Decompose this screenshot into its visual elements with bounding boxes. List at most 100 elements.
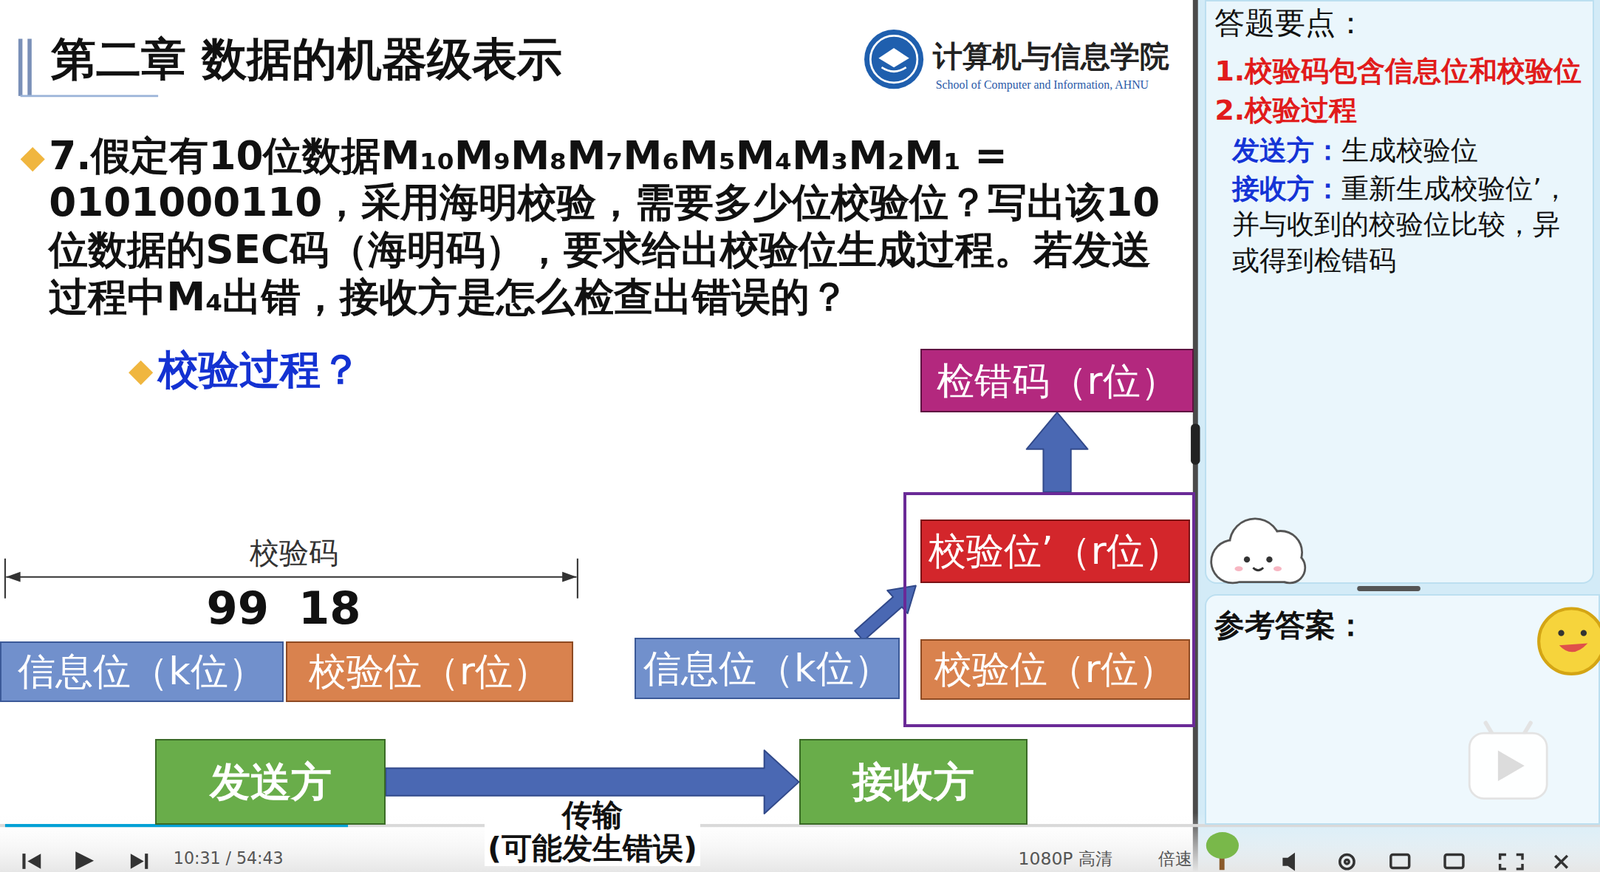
- role-task: 生成校验位: [1341, 133, 1479, 167]
- box-label: 发送方: [209, 757, 332, 806]
- box-label: 信息位（k位）: [643, 645, 892, 691]
- player-controls: [1339, 854, 1568, 869]
- key-point: 2.校验过程: [1214, 93, 1357, 127]
- cloud-base: [1219, 556, 1297, 581]
- flow-arrow: [1026, 412, 1089, 492]
- text-line: 发送方: [209, 757, 332, 806]
- receiver-box: 接收方: [799, 738, 1028, 825]
- receiver-check-group: 校验位’（r位） 校验位（r位）: [903, 491, 1196, 727]
- college-name: 计算机与信息学院: [932, 38, 1170, 74]
- play-button-ear: [1485, 722, 1492, 733]
- lemon-mouth: [1559, 642, 1589, 652]
- section-heading: 校验过程？: [158, 344, 362, 394]
- side-column: [1195, 0, 1600, 872]
- widescreen-icon: [1444, 854, 1464, 868]
- text-line: 接收方: [852, 757, 975, 806]
- role-name: 发送方：: [1232, 133, 1342, 167]
- dimension-arrowhead: [562, 571, 577, 583]
- college-name-en: School of Computer and Information, AHNU: [935, 77, 1149, 92]
- cloud-base: [1219, 556, 1297, 581]
- play-button: [1469, 722, 1547, 798]
- cloud-puff: [1260, 531, 1301, 573]
- text-line: 信息位（k位）: [643, 645, 892, 691]
- lemon-face: [1538, 608, 1600, 674]
- text-line: 1.校验码包含信息位和校验位: [1214, 53, 1584, 90]
- lemon-eye: [1580, 630, 1587, 637]
- edge-label: 传输 (可能发生错误): [484, 798, 701, 866]
- college-emblem: [864, 29, 924, 89]
- dimension-line: [5, 576, 577, 578]
- cloud-eye: [1243, 556, 1250, 563]
- text-line: 校验位（r位）: [934, 646, 1176, 692]
- emblem-book: [878, 48, 909, 68]
- box-label: 信息位（k位）: [17, 648, 266, 694]
- info-bits-box: 信息位（k位）: [634, 637, 900, 699]
- text-line: 校验位（r位）: [308, 648, 551, 694]
- text-line: 信息位（k位）: [17, 648, 266, 694]
- check-bits-box: 校验位（r位）: [920, 638, 1191, 701]
- reference-answer-panel: 参考答案：: [1204, 593, 1600, 825]
- role-name: 接收方：: [1232, 172, 1342, 205]
- recomputed-check-box: 校验位’（r位）: [920, 519, 1191, 583]
- emblem-disc: [864, 29, 924, 89]
- cloud-blush: [1273, 565, 1282, 572]
- error-code-box: 检错码（r位）: [920, 348, 1194, 413]
- next-icon: [144, 853, 148, 869]
- prev-icon: [22, 853, 26, 869]
- cloud-blush: [1234, 565, 1243, 572]
- video-time: 10:31 / 54:43: [173, 848, 284, 868]
- cloud-mouth: [1252, 567, 1264, 570]
- bullet-diamond: [128, 360, 153, 385]
- text-line: 校验位’（r位）: [928, 528, 1182, 574]
- volume-icon: [1282, 852, 1295, 871]
- prev-icon: [27, 853, 41, 869]
- lemon-eye: [1557, 630, 1564, 637]
- next-icon: [130, 853, 145, 869]
- text-line: 参考答案：: [1214, 605, 1590, 646]
- text-line: 答题要点：: [1214, 3, 1584, 44]
- bullet-diamond: [20, 146, 46, 172]
- emblem-ring: [870, 35, 918, 83]
- cloud-mascot: [1212, 519, 1304, 582]
- plant-leaves: [1206, 831, 1239, 859]
- panel-heading: 参考答案：: [1214, 607, 1366, 643]
- sender-box: 发送方: [155, 738, 386, 825]
- box-label: 接收方: [852, 757, 975, 806]
- dimension-label: 校验码: [249, 534, 339, 571]
- lemon-mascot: [1538, 608, 1600, 674]
- box-label: 检错码（r位）: [936, 358, 1179, 404]
- play-button-ear: [1524, 722, 1531, 733]
- cloud-puff: [1275, 553, 1305, 583]
- close-icon: [1554, 855, 1568, 868]
- settings-icon: [1345, 859, 1350, 864]
- settings-icon: [1339, 854, 1355, 869]
- dimension-tick: [576, 558, 579, 599]
- key-point: 1.校验码包含信息位和校验位: [1214, 54, 1582, 88]
- dimension-tick: [4, 558, 6, 599]
- quality-label: 1080P 高清: [1018, 848, 1113, 869]
- box-label: 校验位（r位）: [308, 648, 551, 694]
- cloud-puff: [1230, 519, 1280, 569]
- pip-icon: [1390, 854, 1410, 868]
- cloud-eye: [1266, 556, 1273, 563]
- dimension-arrowhead: [5, 571, 20, 583]
- count-number: 18: [298, 585, 362, 631]
- play-button-triangle: [1498, 750, 1525, 781]
- plant-mascot: [1206, 831, 1239, 870]
- text-line: 接收方：重新生成校验位’，并与收到的校验位比较，异或得到检错码: [1214, 170, 1584, 278]
- answer-points-panel: 答题要点：1.校验码包含信息位和校验位2.校验过程发送方：生成校验位接收方：重新…: [1204, 0, 1594, 584]
- count-number: 99: [206, 585, 270, 631]
- title-bar: [18, 39, 23, 97]
- title-bar: [27, 39, 32, 97]
- cloud-puff: [1230, 519, 1280, 569]
- text-line: 检错码（r位）: [936, 358, 1179, 404]
- check-bits-box: 校验位（r位）: [285, 641, 574, 703]
- panel-grip: [1356, 585, 1421, 591]
- box-label: 校验位（r位）: [934, 646, 1176, 692]
- fullscreen-icon: [1500, 854, 1523, 869]
- cloud-puff: [1212, 540, 1253, 582]
- box-label: 校验位’（r位）: [928, 528, 1182, 574]
- text-line: 发送方：生成校验位: [1214, 132, 1584, 168]
